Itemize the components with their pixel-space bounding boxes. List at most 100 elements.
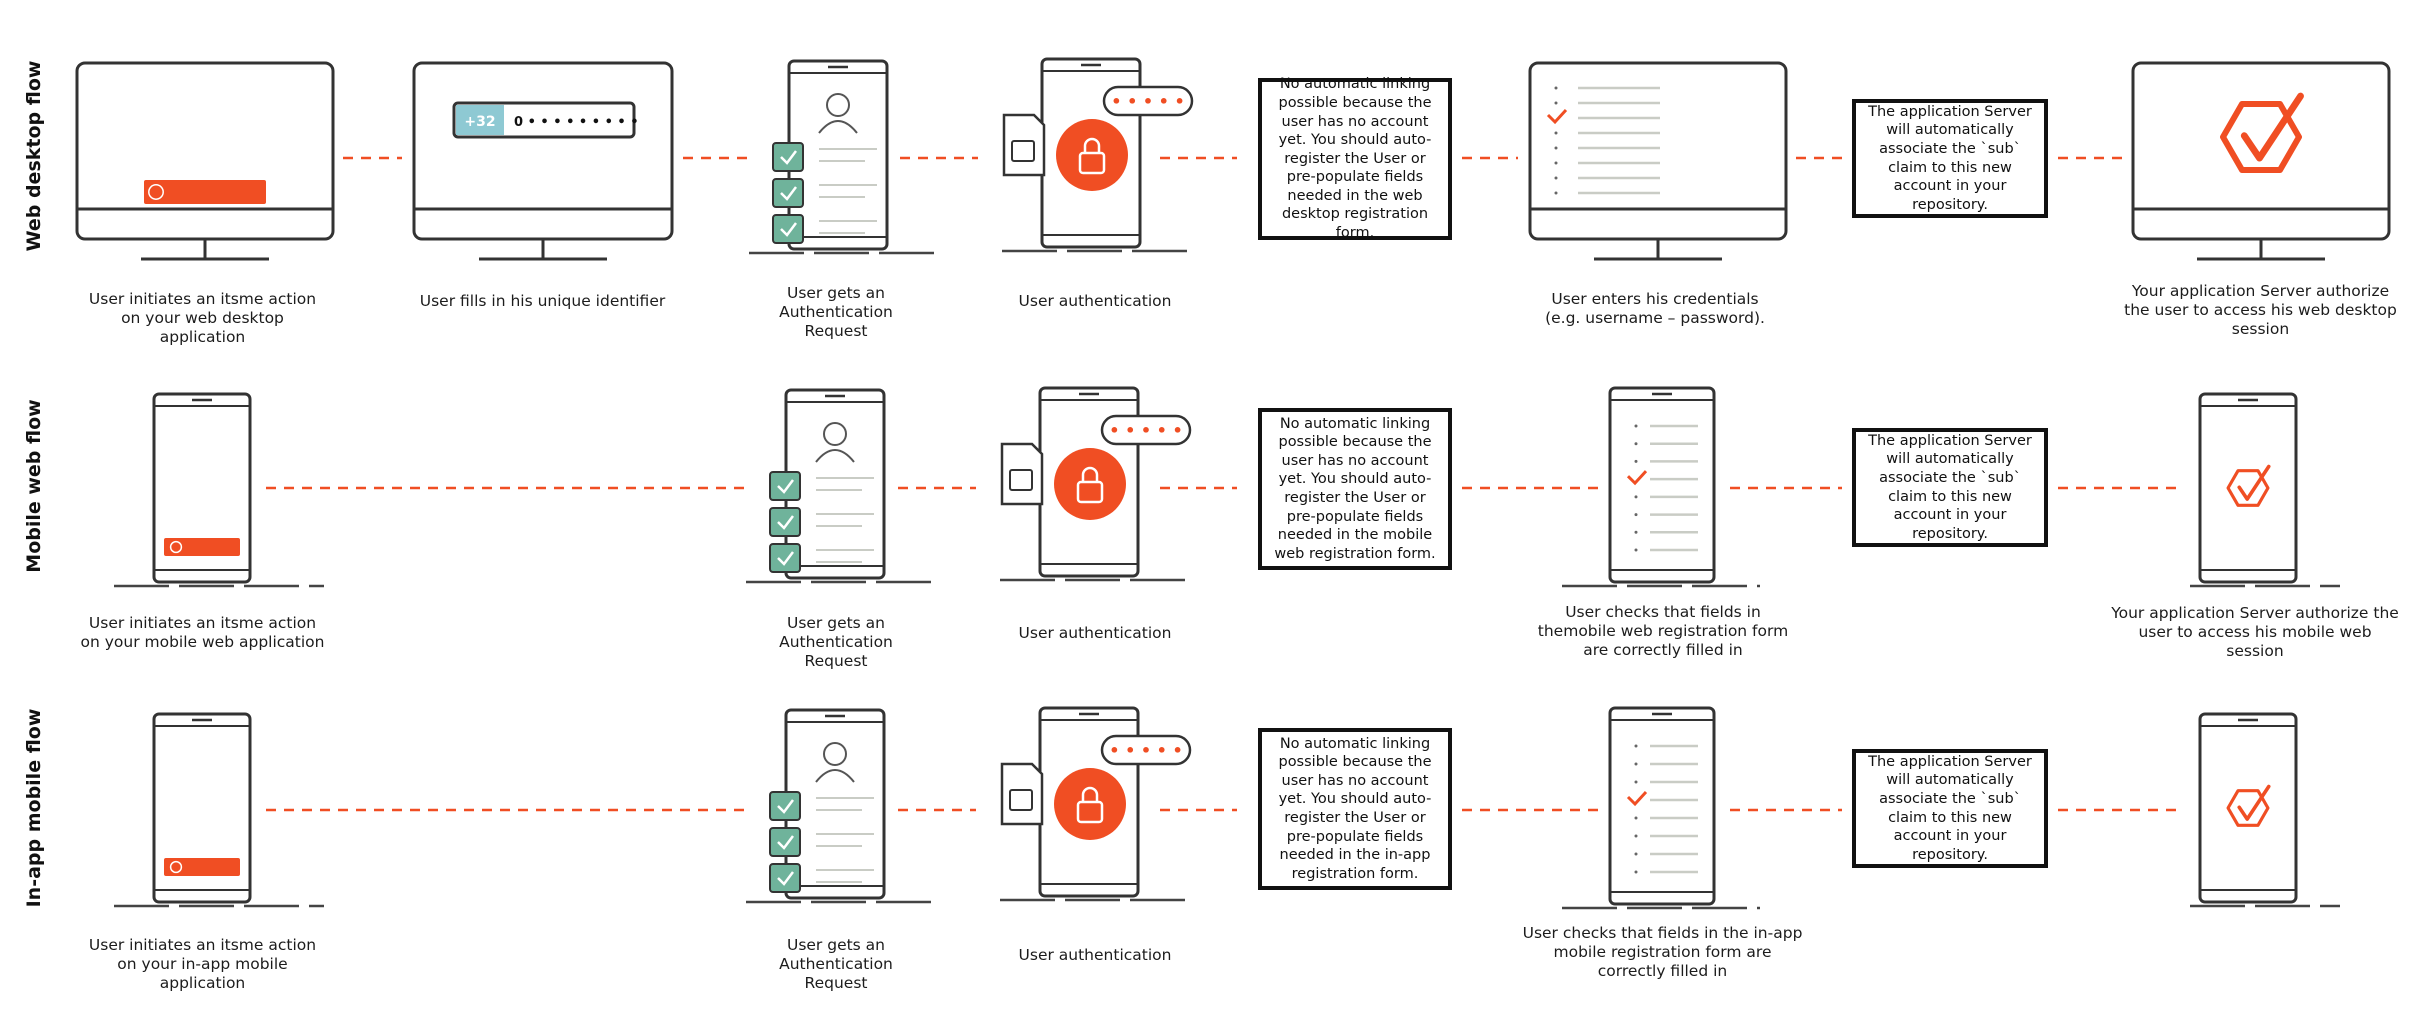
bullet-dot (1634, 744, 1638, 748)
pin-dots: • • • • • (1109, 421, 1182, 440)
bullet-dot (1554, 176, 1558, 180)
phone-frame (152, 392, 252, 584)
bullet-dot (1634, 442, 1638, 446)
lock-icon (1076, 480, 1104, 504)
check-icon (1626, 790, 1648, 807)
check-icon (777, 835, 794, 850)
lock-icon (1081, 466, 1099, 482)
note-no-automatic-linking: No automatic linking possible because th… (1258, 76, 1452, 241)
bullet-dot (1634, 870, 1638, 874)
bullet-dot (1634, 495, 1638, 499)
note-text: The application Server will automaticall… (1868, 432, 2032, 542)
note-text: The application Server will automaticall… (1868, 103, 2032, 213)
bullet-dot (1554, 101, 1558, 105)
user-avatar-icon (823, 422, 847, 446)
checkbox-checked (772, 142, 804, 172)
user-avatar-icon (818, 120, 858, 134)
desktop-monitor (1528, 61, 1788, 261)
bullet-dot (1634, 834, 1638, 838)
lock-badge (1054, 448, 1126, 520)
caption-authorize-mobile-web: Your application Server authorize the us… (2111, 604, 2399, 660)
itsme-button (164, 858, 240, 876)
note-no-automatic-linking: No automatic linking possible because th… (1258, 728, 1452, 890)
caption-initiate-in-app: User initiates an itsme action on your i… (88, 936, 317, 992)
caption-fill-identifier: User fills in his unique identifier (419, 292, 666, 310)
itsme-button (164, 538, 240, 556)
bullet-dot (1554, 86, 1558, 90)
bullet-dot (1634, 852, 1638, 856)
caption-initiate-mobile-web: User initiates an itsme action on your m… (80, 614, 325, 651)
desktop-monitor (75, 61, 335, 261)
caption-check-fields-mobile-web: User checks that fields in themobile web… (1537, 603, 1789, 659)
check-icon (777, 515, 794, 530)
user-avatar-icon (815, 769, 855, 783)
bullet-dot (1554, 131, 1558, 135)
initiating-phone (152, 392, 252, 584)
checkbox-checked (769, 863, 801, 893)
row-label-mobile-web: Mobile web flow (23, 399, 45, 573)
pin-bubble (1100, 414, 1192, 446)
sim-chip-icon (1011, 140, 1035, 162)
phone-frame (1608, 706, 1716, 906)
bullet-dot (1634, 513, 1638, 517)
caption-authorize-web-desktop: Your application Server authorize the us… (2124, 282, 2397, 338)
user-avatar-icon (815, 449, 855, 463)
checkbox-checked (772, 214, 804, 244)
caption-auth-request: User gets an Authentication Request (779, 284, 893, 340)
bullet-dot (1554, 191, 1558, 195)
sim-card-icon (1000, 442, 1044, 506)
note-no-automatic-linking: No automatic linking possible because th… (1258, 408, 1452, 570)
registration-form-phone (1608, 386, 1716, 584)
monitor-frame (412, 61, 674, 241)
check-icon (780, 186, 797, 201)
auth-request-phone (769, 388, 886, 580)
check-icon (1626, 470, 1648, 486)
phone-frame (2198, 712, 2298, 904)
check-icon (780, 222, 797, 237)
sim-chip-icon (1009, 789, 1033, 811)
sim-chip-icon (1009, 469, 1033, 491)
phone-frame (152, 712, 252, 904)
check-icon (777, 479, 794, 494)
registration-form-phone (1608, 706, 1716, 906)
check-mark (2237, 464, 2271, 501)
user-avatar-icon (826, 93, 850, 117)
authentication-phone: • • • • • (1000, 706, 1192, 898)
itsme-logo-icon (169, 540, 183, 554)
authentication-phone: • • • • • (1000, 386, 1192, 578)
desktop-monitor (2131, 61, 2391, 261)
pin-bubble (1102, 85, 1194, 117)
monitor-frame (1528, 61, 1788, 241)
check-mark (2237, 784, 2271, 821)
caption-user-authentication: User authentication (1018, 624, 1172, 642)
itsme-button (144, 180, 266, 204)
bullet-dot (1554, 161, 1558, 165)
success-phone (2198, 392, 2298, 584)
row-label-in-app-mobile: In-app mobile flow (23, 708, 45, 908)
bullet-dot (1634, 424, 1638, 428)
note-text: No automatic linking possible because th… (1274, 415, 1436, 562)
identifier-prefix-text: +32 (464, 114, 495, 130)
check-icon (780, 150, 797, 165)
initiating-phone (152, 712, 252, 904)
success-phone (2198, 712, 2298, 904)
checkbox-checked (769, 827, 801, 857)
caption-check-fields-in-app: User checks that fields in the in-app mo… (1522, 924, 1803, 980)
lock-badge (1054, 768, 1126, 840)
check-mark (2240, 92, 2304, 162)
bullet-dot (1634, 530, 1638, 534)
checkbox-checked (772, 178, 804, 208)
user-avatar-icon (823, 742, 847, 766)
lock-icon (1081, 786, 1099, 802)
sim-card-icon (1002, 113, 1046, 177)
shield-shape (2226, 789, 2270, 827)
checkbox-checked (769, 543, 801, 573)
note-associate-sub-claim: The application Server will automaticall… (1852, 99, 2048, 218)
note-text: No automatic linking possible because th… (1278, 735, 1432, 882)
lock-icon (1076, 800, 1104, 824)
row-label-web-desktop: Web desktop flow (23, 60, 45, 252)
bullet-dot (1634, 548, 1638, 552)
checkbox-checked (769, 791, 801, 821)
